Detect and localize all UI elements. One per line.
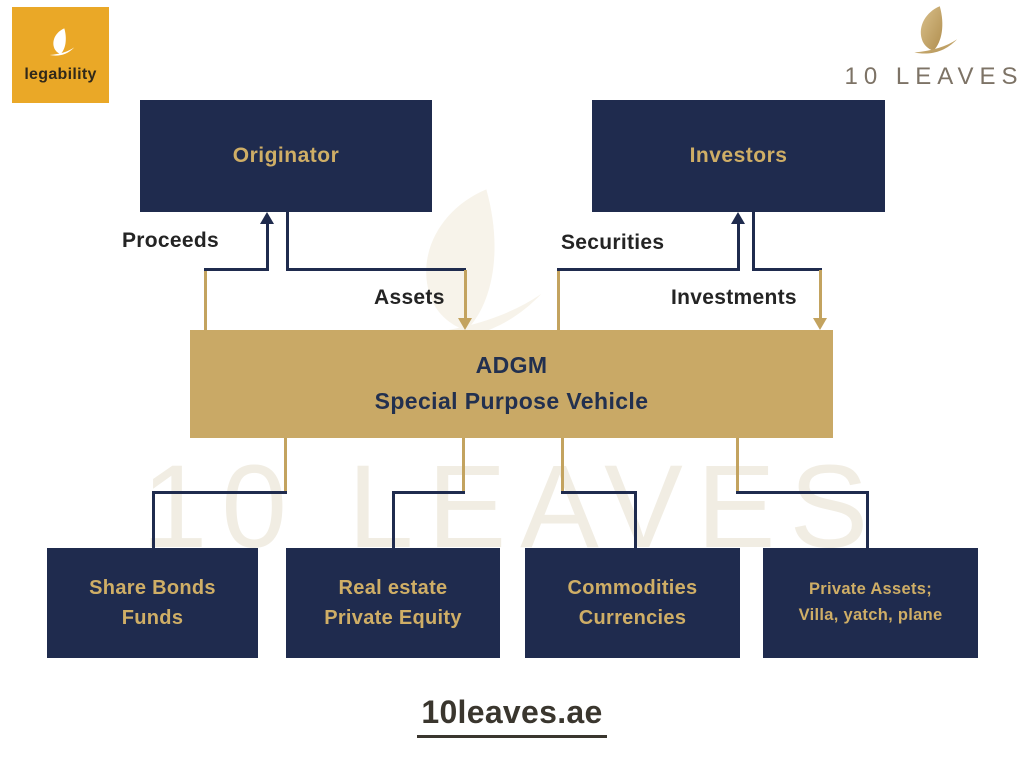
connector1-vertical-gold — [284, 438, 287, 493]
asset-box-line: Commodities — [567, 577, 698, 599]
watermark-text: 10 LEAVES — [141, 441, 883, 573]
asset-box-line: Real estate — [338, 577, 448, 599]
asset-box-real-estate-private-equity: Real estate Private Equity — [286, 548, 500, 658]
proceeds-line-horizontal — [204, 268, 268, 271]
connector4-horizontal — [736, 491, 869, 494]
investments-label: Investments — [671, 286, 797, 309]
asset-box-line: Private Equity — [324, 607, 462, 629]
assets-line-vertical-gold — [464, 270, 467, 318]
asset-box-line: Share Bonds — [89, 577, 216, 599]
asset-box-line: Currencies — [578, 607, 687, 629]
footer-website: 10leaves.ae — [417, 694, 607, 738]
assets-arrowhead-down — [458, 318, 472, 330]
investments-line-vertical-navy — [752, 212, 755, 270]
spv-box: ADGM Special Purpose Vehicle — [190, 330, 833, 438]
asset-box-commodities-currencies: Commodities Currencies — [525, 548, 740, 658]
connector2-horizontal — [392, 491, 465, 494]
securities-line-vertical-gold — [557, 270, 560, 330]
originator-box: Originator — [140, 100, 432, 212]
connector1-horizontal — [152, 491, 287, 494]
ten-leaves-leaf-icon — [903, 4, 965, 61]
proceeds-label: Proceeds — [122, 229, 219, 252]
investors-box: Investors — [592, 100, 885, 212]
connector4-vertical-navy — [866, 491, 869, 548]
ten-leaves-logo-text: 10 LEAVES — [844, 63, 1024, 90]
investments-arrowhead-down — [813, 318, 827, 330]
connector2-vertical-gold — [462, 438, 465, 493]
connector2-vertical-navy — [392, 491, 395, 548]
ten-leaves-logo: 10 LEAVES — [844, 4, 1024, 91]
asset-box-share-bonds-funds: Share Bonds Funds — [47, 548, 258, 658]
assets-line-vertical-navy — [286, 212, 289, 270]
investments-line-vertical-gold — [819, 270, 822, 318]
originator-label: Originator — [232, 144, 340, 167]
investments-line-horizontal — [752, 268, 822, 271]
proceeds-line-vertical-navy — [266, 224, 269, 271]
asset-box-line: Villa, yatch, plane — [798, 606, 943, 624]
spv-title-line2: Special Purpose Vehicle — [374, 388, 649, 414]
connector3-vertical-gold — [561, 438, 564, 493]
assets-line-horizontal — [286, 268, 466, 271]
asset-box-private-assets: Private Assets; Villa, yatch, plane — [763, 548, 978, 658]
assets-label: Assets — [374, 286, 445, 309]
investors-label: Investors — [689, 144, 788, 167]
connector3-horizontal — [561, 491, 637, 494]
connector4-vertical-gold — [736, 438, 739, 493]
asset-box-line: Private Assets; — [808, 580, 933, 599]
proceeds-line-vertical-gold — [204, 270, 207, 330]
securities-arrowhead-up — [731, 212, 745, 224]
connector1-vertical-navy — [152, 491, 155, 548]
spv-title-line1: ADGM — [475, 352, 548, 379]
asset-box-line: Funds — [121, 607, 184, 629]
proceeds-arrowhead-up — [260, 212, 274, 224]
legability-logo-text: legability — [24, 65, 97, 83]
securities-line-vertical-navy — [737, 224, 740, 271]
legability-leaf-icon — [44, 27, 78, 62]
securities-line-horizontal — [557, 268, 740, 271]
securities-label: Securities — [561, 231, 665, 254]
footer: 10leaves.ae — [0, 694, 1024, 738]
legability-logo: legability — [12, 7, 109, 103]
connector3-vertical-navy — [634, 491, 637, 548]
